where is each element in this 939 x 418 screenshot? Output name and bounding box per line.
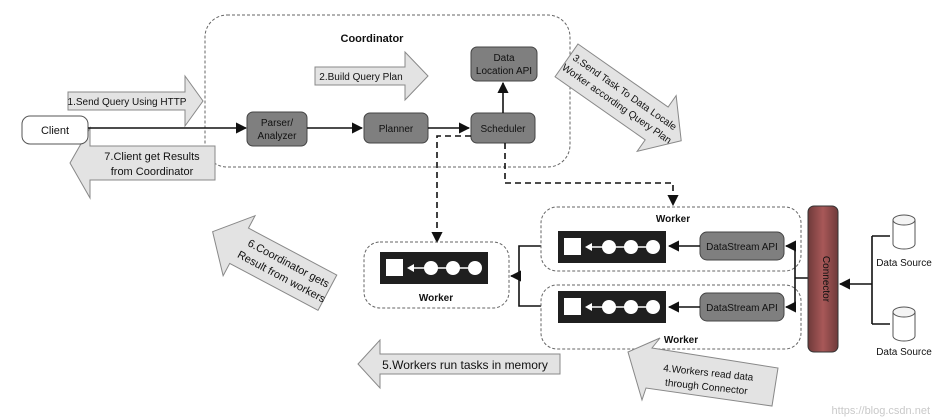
client-label: Client: [41, 125, 69, 137]
connector-label: Connector: [820, 256, 831, 303]
step-7-label-line1: 7.Client get Results: [104, 151, 200, 163]
data-location-api-node: [470, 46, 538, 82]
datasources-to-connector-bracket: [842, 236, 873, 324]
data-location-label-line1: Data: [493, 53, 515, 64]
step-4-arrow: 4.Workers read data through Connector: [627, 337, 779, 407]
step-2-label: 2.Build Query Plan: [319, 72, 402, 83]
parser-label-line2: Analyzer: [258, 131, 298, 142]
step-1-label: 1.Send Query Using HTTP: [68, 97, 187, 108]
planner-label: Planner: [379, 124, 414, 135]
connector-node: [807, 205, 839, 353]
step-5-label: 5.Workers run tasks in memory: [382, 358, 548, 372]
right-top-worker-label: Worker: [656, 214, 690, 225]
right-bottom-datastream-api-label: DataStream API: [706, 303, 778, 314]
watermark-text: https://blog.csdn.net: [832, 405, 930, 417]
client-node: [21, 115, 89, 145]
connector-to-datastream-bracket: [794, 246, 808, 307]
coordinator-title: Coordinator: [341, 33, 405, 45]
parser-analyzer-node: [246, 111, 308, 147]
right-top-datastream-api-label: DataStream API: [706, 242, 778, 253]
workers-merge-bracket: [518, 245, 541, 307]
scheduler-label: Scheduler: [480, 124, 526, 135]
step-2-arrow: 2.Build Query Plan: [314, 50, 429, 102]
datasource-bottom-label: Data Source: [876, 347, 932, 358]
scheduler-to-right-worker-dashed: [504, 143, 679, 207]
step-5-arrow: 5.Workers run tasks in memory: [357, 338, 561, 390]
coordinator-container: [204, 14, 571, 168]
parser-label-line1: Parser/: [261, 118, 293, 129]
datasource-top-cylinder-icon: [892, 214, 916, 250]
right-bottom-worker-task-panel: [558, 291, 666, 323]
data-location-label-line2: Location API: [476, 66, 532, 77]
center-worker-task-panel: [380, 252, 488, 284]
right-bottom-worker-label: Worker: [664, 335, 698, 346]
right-top-worker-task-panel: [558, 231, 666, 263]
step-7-label-line2: from Coordinator: [111, 166, 194, 178]
center-worker-container: [363, 241, 510, 309]
step-6-arrow: 6.Coordinator gets Result from workers: [212, 214, 338, 312]
center-worker-label: Worker: [419, 293, 453, 304]
scheduler-to-center-worker-dashed: [431, 135, 471, 244]
datasource-bottom-cylinder-icon: [892, 306, 916, 342]
step-7-arrow: 7.Client get Results from Coordinator: [69, 126, 216, 200]
datasource-top-label: Data Source: [876, 258, 932, 269]
step-1-arrow: 1.Send Query Using HTTP: [67, 74, 204, 128]
